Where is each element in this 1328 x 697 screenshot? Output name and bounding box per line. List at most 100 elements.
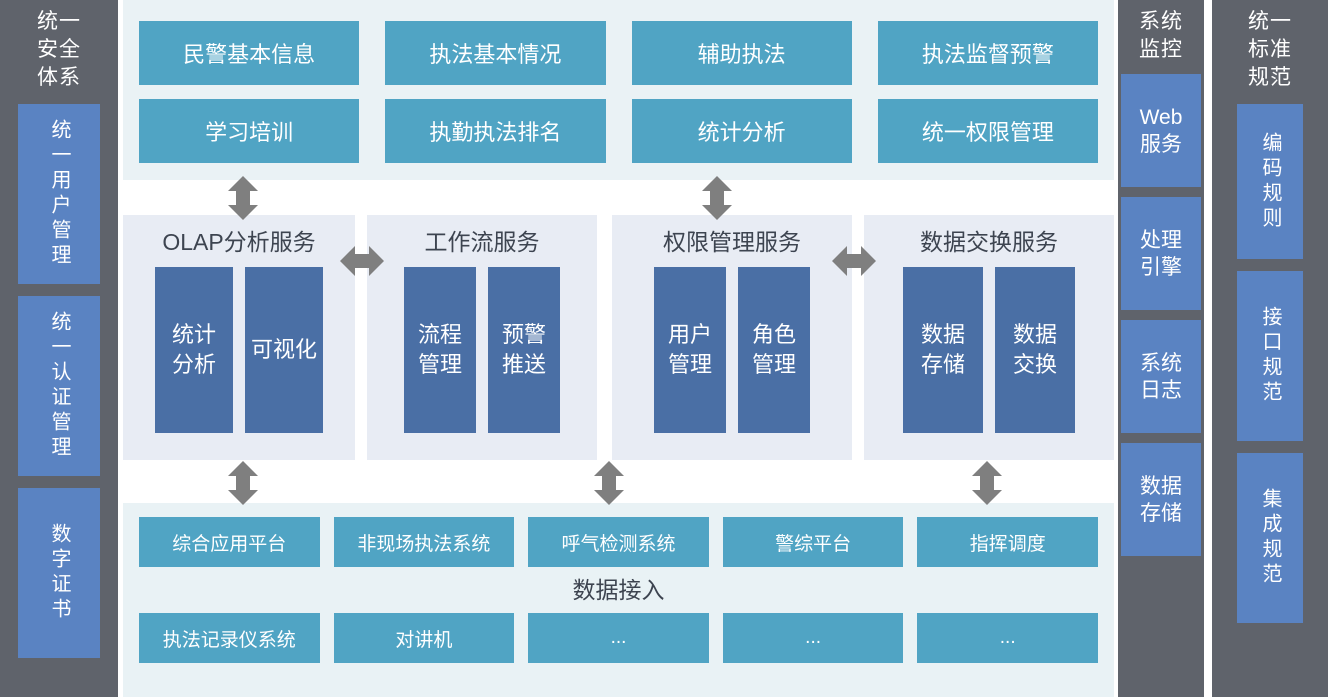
panel-gap bbox=[597, 215, 612, 460]
rail-item-interface-spec[interactable]: 接口规范 bbox=[1237, 271, 1303, 441]
service-panel-boxes: 数据 存储 数据 交换 bbox=[903, 267, 1075, 433]
service-panel-title: 数据交换服务 bbox=[920, 229, 1058, 255]
service-box-process-management[interactable]: 流程 管理 bbox=[404, 267, 476, 433]
rail-item-label: 数字证书 bbox=[48, 523, 70, 623]
service-panel-title: 工作流服务 bbox=[424, 229, 540, 255]
vertical-double-arrow-icon bbox=[970, 461, 1004, 505]
rail-item-label: Web 服务 bbox=[1139, 105, 1183, 156]
service-panel-olap: OLAP分析服务 统计 分析 可视化 bbox=[123, 215, 355, 460]
monitor-rail-title: 系统 监控 bbox=[1139, 10, 1183, 61]
rail-item-label: 处理 引擎 bbox=[1140, 228, 1182, 279]
app-box-label: 学习培训 bbox=[205, 120, 294, 145]
data-box-label: ... bbox=[999, 627, 1016, 648]
data-box-walkie-talkie[interactable]: 对讲机 bbox=[333, 613, 515, 663]
service-panel-permission: 权限管理服务 用户 管理 角色 管理 bbox=[612, 215, 852, 460]
service-layer: OLAP分析服务 统计 分析 可视化 工作流服务 流程 管理 bbox=[123, 215, 1114, 460]
rail-item-processing-engine[interactable]: 处理 引擎 bbox=[1121, 197, 1201, 310]
app-box-police-basic-info[interactable]: 民警基本信息 bbox=[139, 21, 360, 85]
app-box-statistical-analysis[interactable]: 统计分析 bbox=[631, 99, 852, 163]
service-box-label: 用户 管理 bbox=[667, 322, 712, 377]
data-box-police-integrated-platform[interactable]: 警综平台 bbox=[722, 517, 904, 567]
right-rail-system-monitoring: 系统 监控 Web 服务 处理 引擎 系统 日志 数据 存储 bbox=[1118, 0, 1204, 697]
service-panel-title: 权限管理服务 bbox=[663, 229, 801, 255]
service-panel-workflow: 工作流服务 流程 管理 预警 推送 bbox=[367, 215, 597, 460]
data-box-non-onsite-enforcement-system[interactable]: 非现场执法系统 bbox=[333, 517, 515, 567]
app-box-enforcement-basic-status[interactable]: 执法基本情况 bbox=[385, 21, 606, 85]
data-access-row-2: 执法记录仪系统 对讲机 ... ... ... bbox=[139, 613, 1098, 663]
data-box-label: 呼气检测系统 bbox=[561, 533, 676, 555]
service-panel-title: OLAP分析服务 bbox=[162, 229, 316, 255]
standard-rail-title: 统一 标准 规范 bbox=[1248, 10, 1292, 89]
vertical-double-arrow-icon bbox=[592, 461, 626, 505]
service-box-data-exchange[interactable]: 数据 交换 bbox=[995, 267, 1075, 433]
service-box-role-management[interactable]: 角色 管理 bbox=[738, 267, 810, 433]
app-box-label: 辅助执法 bbox=[697, 42, 786, 67]
vertical-double-arrow-icon bbox=[700, 176, 734, 220]
rail-item-coding-rules[interactable]: 编码规则 bbox=[1237, 104, 1303, 259]
rail-item-digital-certificate[interactable]: 数字证书 bbox=[18, 488, 100, 658]
app-box-label: 执法监督预警 bbox=[921, 42, 1054, 67]
left-rail-title: 统一 安全 体系 bbox=[37, 10, 81, 89]
data-box-label: 警综平台 bbox=[775, 533, 852, 555]
service-panel-boxes: 统计 分析 可视化 bbox=[155, 267, 323, 433]
data-box-breath-test-system[interactable]: 呼气检测系统 bbox=[528, 517, 709, 567]
rail-item-label: 系统 日志 bbox=[1140, 351, 1182, 402]
data-box-integrated-application-platform[interactable]: 综合应用平台 bbox=[139, 517, 320, 567]
data-box-more-1[interactable]: ... bbox=[528, 613, 709, 663]
data-box-more-3[interactable]: ... bbox=[917, 613, 1098, 663]
data-box-command-dispatch[interactable]: 指挥调度 bbox=[917, 517, 1098, 567]
service-box-visualization[interactable]: 可视化 bbox=[245, 267, 323, 433]
data-box-label: 综合应用平台 bbox=[172, 533, 287, 555]
app-box-duty-enforcement-ranking[interactable]: 执勤执法排名 bbox=[385, 99, 606, 163]
vertical-double-arrow-icon bbox=[226, 461, 260, 505]
service-box-label: 数据 交换 bbox=[1012, 322, 1057, 377]
service-box-statistical-analysis[interactable]: 统计 分析 bbox=[155, 267, 233, 433]
application-grid: 民警基本信息 执法基本情况 辅助执法 执法监督预警 学习培训 执勤执法排名 bbox=[139, 21, 1098, 163]
data-box-label: ... bbox=[805, 627, 822, 648]
service-panel-boxes: 用户 管理 角色 管理 bbox=[654, 267, 810, 433]
app-box-unified-permission-management[interactable]: 统一权限管理 bbox=[877, 99, 1098, 163]
rail-item-data-storage[interactable]: 数据 存储 bbox=[1121, 443, 1201, 556]
service-box-data-storage[interactable]: 数据 存储 bbox=[903, 267, 983, 433]
service-box-label: 数据 存储 bbox=[920, 322, 965, 377]
data-box-label: 指挥调度 bbox=[969, 533, 1046, 555]
service-box-label: 角色 管理 bbox=[751, 322, 796, 377]
data-box-label: ... bbox=[610, 627, 627, 648]
horizontal-double-arrow-icon bbox=[832, 244, 876, 278]
app-box-label: 执法基本情况 bbox=[429, 42, 562, 67]
rail-item-label: 集成规范 bbox=[1259, 488, 1281, 588]
horizontal-double-arrow-icon bbox=[340, 244, 384, 278]
service-panel-boxes: 流程 管理 预警 推送 bbox=[404, 267, 560, 433]
app-box-label: 统计分析 bbox=[697, 120, 786, 145]
vertical-double-arrow-icon bbox=[226, 176, 260, 220]
rail-item-label: 统一用户管理 bbox=[48, 119, 70, 269]
data-access-caption: 数据接入 bbox=[572, 577, 665, 603]
data-box-law-enforcement-recorder-system[interactable]: 执法记录仪系统 bbox=[139, 613, 320, 663]
service-panel-data-exchange: 数据交换服务 数据 存储 数据 交换 bbox=[864, 215, 1114, 460]
rail-item-unified-auth-management[interactable]: 统一认证管理 bbox=[18, 296, 100, 476]
app-box-learning-training[interactable]: 学习培训 bbox=[139, 99, 360, 163]
rail-item-label: 接口规范 bbox=[1259, 306, 1281, 406]
application-layer: 民警基本信息 执法基本情况 辅助执法 执法监督预警 学习培训 执勤执法排名 bbox=[123, 0, 1114, 180]
rail-item-web-service[interactable]: Web 服务 bbox=[1121, 74, 1201, 187]
service-box-user-management[interactable]: 用户 管理 bbox=[654, 267, 726, 433]
service-box-label: 可视化 bbox=[250, 337, 317, 362]
right-rail-unified-standards: 统一 标准 规范 编码规则 接口规范 集成规范 bbox=[1212, 0, 1328, 697]
data-access-row-1: 综合应用平台 非现场执法系统 呼气检测系统 警综平台 指挥调度 bbox=[139, 517, 1098, 567]
rail-item-label: 统一认证管理 bbox=[48, 311, 70, 461]
app-box-assisted-enforcement[interactable]: 辅助执法 bbox=[631, 21, 852, 85]
data-box-label: 对讲机 bbox=[395, 629, 453, 651]
app-box-label: 民警基本信息 bbox=[183, 42, 316, 67]
service-box-label: 预警 推送 bbox=[501, 322, 546, 377]
rail-item-label: 编码规则 bbox=[1259, 131, 1281, 232]
rail-item-system-log[interactable]: 系统 日志 bbox=[1121, 320, 1201, 433]
service-box-alert-push[interactable]: 预警 推送 bbox=[488, 267, 560, 433]
rail-item-integration-spec[interactable]: 集成规范 bbox=[1237, 453, 1303, 623]
data-access-layer: 综合应用平台 非现场执法系统 呼气检测系统 警综平台 指挥调度 数据接入 执 bbox=[123, 503, 1114, 697]
data-box-more-2[interactable]: ... bbox=[722, 613, 904, 663]
rail-item-unified-user-management[interactable]: 统一用户管理 bbox=[18, 104, 100, 284]
center-column: 民警基本信息 执法基本情况 辅助执法 执法监督预警 学习培训 执勤执法排名 bbox=[123, 0, 1114, 697]
app-box-enforcement-supervision-alert[interactable]: 执法监督预警 bbox=[877, 21, 1098, 85]
rail-item-label: 数据 存储 bbox=[1140, 474, 1182, 525]
